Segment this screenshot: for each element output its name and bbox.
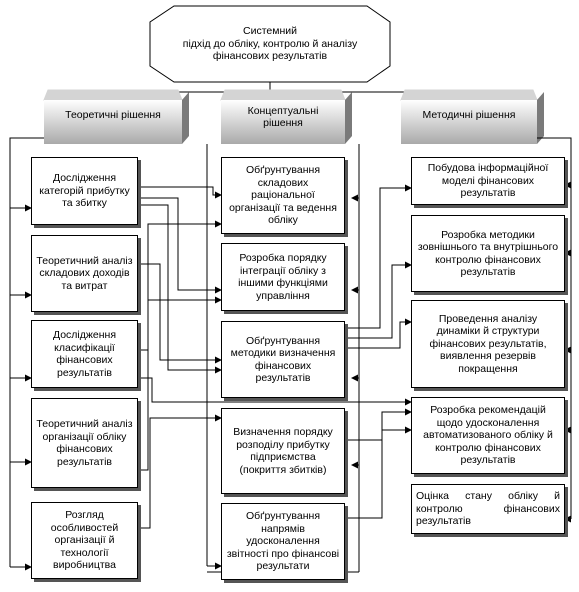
- right-box-2: Розробка методики зовнішнього та внутріш…: [411, 215, 565, 292]
- center-box-4-text: Визначення порядку розподілу прибутку пі…: [233, 426, 333, 476]
- top-node-line-2: підхід до обліку, контролю й аналізу: [182, 37, 358, 50]
- center-box-5: Обґрунтування напрямів удосконалення зві…: [221, 503, 345, 580]
- left-box-3-text: Дослідження класифікації фінансових резу…: [52, 329, 117, 379]
- top-node-line-1: Системний: [243, 25, 297, 38]
- center-box-2-text: Розробка порядку інтеграції обліку з інш…: [238, 252, 328, 302]
- right-box-1-text: Побудова інформаційної моделі фінансових…: [427, 162, 549, 200]
- right-box-3: Проведення аналізу динаміки й структури …: [411, 300, 565, 388]
- cross-connectors: [138, 184, 412, 529]
- left-box-4: Теоретичний аналіз організації обліку фі…: [31, 398, 138, 488]
- right-box-4-text: Розробка рекомендацій щодо удосконалення…: [423, 404, 553, 467]
- header-methodical-label: Методичні рішення: [401, 100, 537, 130]
- left-box-1: Дослідження категорій прибутку та збитку: [31, 157, 138, 225]
- header-block-methodical: [400, 89, 544, 144]
- center-box-1: Обґрунтування складових раціональної орг…: [221, 157, 345, 234]
- header-methodical-text: Методичні рішення: [422, 108, 516, 121]
- right-box-5-text: Оцінка стану обліку й контролю фінансови…: [416, 490, 560, 528]
- right-box-4: Розробка рекомендацій щодо удосконалення…: [411, 397, 565, 474]
- center-box-4: Визначення порядку розподілу прибутку пі…: [221, 408, 345, 494]
- top-node-line-3: фінансових результатів: [212, 50, 328, 63]
- left-box-2: Теоретичний аналіз складових доходів та …: [31, 235, 138, 312]
- left-box-1-text: Дослідження категорій прибутку та збитку: [39, 172, 130, 210]
- right-box-5: Оцінка стану обліку й контролю фінансови…: [411, 484, 565, 534]
- right-box-2-text: Розробка методики зовнішнього та внутріш…: [417, 228, 559, 279]
- right-box-1: Побудова інформаційної моделі фінансових…: [411, 157, 565, 205]
- center-box-5-text: Обґрунтування напрямів удосконалення зві…: [226, 510, 340, 573]
- left-box-5-text: Розгляд особливостей організації й техно…: [50, 509, 119, 572]
- center-box-1-text: Обґрунтування складових раціональної орг…: [229, 164, 337, 227]
- left-box-3: Дослідження класифікації фінансових резу…: [31, 320, 138, 388]
- left-box-2-text: Теоретичний аналіз складових доходів та …: [36, 254, 133, 292]
- header-conceptual-line-1: Концептуальні: [247, 104, 319, 117]
- left-box-5: Розгляд особливостей організації й техно…: [31, 502, 138, 579]
- center-box-3: Обґрунтування методики визначення фінанс…: [221, 321, 345, 398]
- header-theoretical-text: Теоретичні рішення: [65, 108, 161, 121]
- header-block-conceptual: [220, 89, 352, 144]
- center-box-3-text: Обґрунтування методики визначення фінанс…: [230, 334, 336, 385]
- header-conceptual-line-2: рішення: [263, 117, 303, 129]
- header-conceptual-label: Концептуальні рішення: [221, 100, 345, 134]
- top-octagon: [149, 5, 391, 83]
- top-node-label: Системний підхід до обліку, контролю й а…: [150, 12, 390, 76]
- header-theoretical-label: Теоретичні рішення: [44, 100, 182, 130]
- header-block-theoretical: [43, 89, 189, 144]
- right-box-3-text: Проведення аналізу динаміки й структури …: [429, 312, 547, 375]
- center-box-2: Розробка порядку інтеграції обліку з інш…: [221, 243, 345, 311]
- left-box-4-text: Теоретичний аналіз організації обліку фі…: [36, 418, 133, 468]
